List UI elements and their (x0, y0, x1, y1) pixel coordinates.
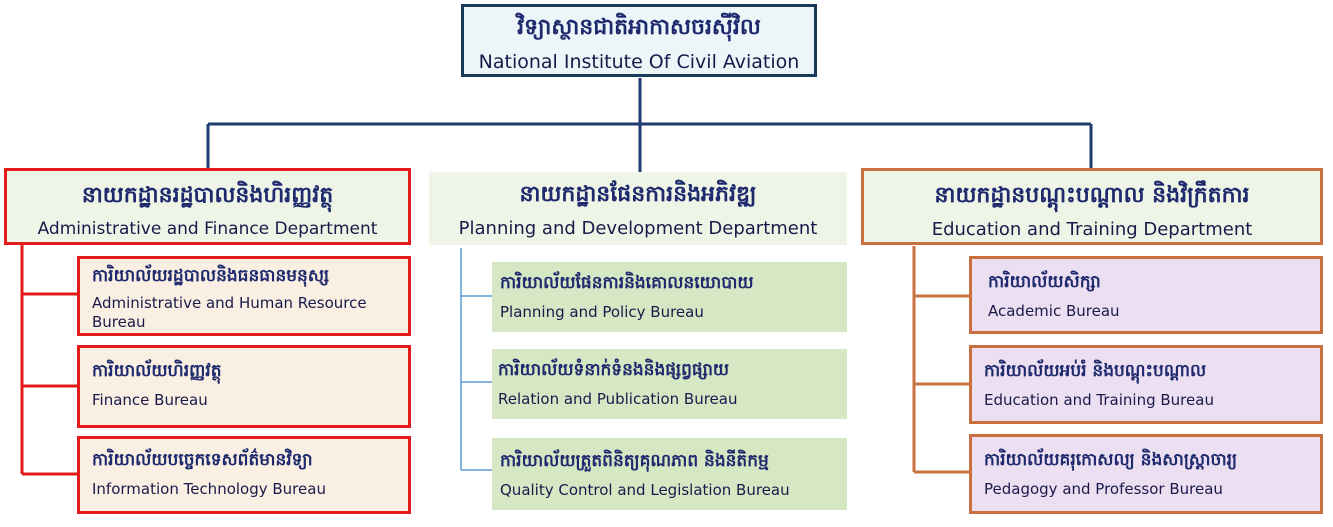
bureau-admin-hr-english: Administrative and Human Resource Bureau (92, 294, 367, 331)
dept-education-training-khmer: នាយកដ្ឋានបណ្តុះបណ្តាល និងវិក្រឹតការ (934, 183, 1250, 208)
root-title-english: National Institute Of Civil Aviation (478, 51, 800, 73)
bureau-academic: ការិយាល័យសិក្សា Academic Bureau (969, 256, 1323, 334)
bureau-information-technology-english: Information Technology Bureau (92, 480, 326, 498)
bureau-planning-policy-khmer: ការិយាល័យផែនការនិងគោលនយោបាយ (500, 273, 754, 293)
bureau-pedagogy-professor-english: Pedagogy and Professor Bureau (984, 480, 1223, 498)
bureau-information-technology-khmer: ការិយាល័យបច្ចេកទេសព័ត៌មានវិទ្យា (92, 450, 313, 470)
bureau-relation-publication-english: Relation and Publication Bureau (498, 390, 738, 408)
dept-admin-finance-english: Administrative and Finance Department (37, 219, 378, 239)
bureau-quality-legislation-khmer: ការិយាល័យត្រួតពិនិត្យគុណភាព និងនីតិកម្ម (500, 451, 769, 471)
root-node: វិទ្យាស្ថានជាតិអាកាសចរស៊ីវិល National In… (461, 4, 817, 77)
dept-admin-finance-khmer: នាយកដ្ឋានរដ្ឋបាលនិងហិរញ្ញវត្ថុ (81, 183, 334, 208)
bureau-education-training-khmer: ការិយាល័យអប់រំ និងបណ្តុះបណ្តាល (984, 361, 1207, 381)
dept-admin-finance: នាយកដ្ឋានរដ្ឋបាលនិងហិរញ្ញវត្ថុ Administr… (4, 168, 411, 245)
dept-planning-development-english: Planning and Development Department (458, 218, 818, 239)
bureau-quality-legislation-english: Quality Control and Legislation Bureau (500, 481, 790, 499)
dept-education-training-english: Education and Training Department (931, 219, 1253, 240)
bureau-education-training: ការិយាល័យអប់រំ និងបណ្តុះបណ្តាល Education… (969, 345, 1323, 424)
dept-planning-development-khmer: នាយកដ្ឋានផែនការនិងអភិវឌ្ឍ (519, 182, 757, 207)
bureau-pedagogy-professor: ការិយាល័យគរុកោសល្យ និងសាស្ត្រាចារ្យ Peda… (969, 434, 1323, 514)
bureau-quality-legislation: ការិយាល័យត្រួតពិនិត្យគុណភាព និងនីតិកម្ម … (492, 438, 847, 510)
root-title-khmer: វិទ្យាស្ថានជាតិអាកាសចរស៊ីវិល (517, 15, 761, 40)
bureau-education-training-english: Education and Training Bureau (984, 391, 1214, 409)
bureau-planning-policy-english: Planning and Policy Bureau (500, 303, 704, 321)
bureau-pedagogy-professor-khmer: ការិយាល័យគរុកោសល្យ និងសាស្ត្រាចារ្យ (984, 450, 1238, 470)
bureau-admin-hr: ការិយាល័យរដ្ឋបាលនិងធនធានមនុស្ស Administr… (77, 256, 411, 336)
bureau-academic-khmer: ការិយាល័យសិក្សា (988, 272, 1101, 292)
dept-planning-development: នាយកដ្ឋានផែនការនិងអភិវឌ្ឍ Planning and D… (429, 172, 847, 245)
bureau-planning-policy: ការិយាល័យផែនការនិងគោលនយោបាយ Planning and… (492, 262, 847, 332)
bureau-relation-publication: ការិយាល័យទំនាក់ទំនងនិងផ្សព្វផ្សាយ Relati… (492, 349, 847, 419)
bureau-finance-khmer: ការិយាល័យហិរញ្ញវត្ថុ (92, 361, 222, 381)
bureau-information-technology: ការិយាល័យបច្ចេកទេសព័ត៌មានវិទ្យា Informat… (77, 436, 411, 514)
bureau-relation-publication-khmer: ការិយាល័យទំនាក់ទំនងនិងផ្សព្វផ្សាយ (498, 360, 730, 380)
bureau-finance-english: Finance Bureau (92, 391, 208, 409)
bureau-academic-english: Academic Bureau (988, 302, 1120, 320)
bureau-admin-hr-khmer: ការិយាល័យរដ្ឋបាលនិងធនធានមនុស្ស (92, 266, 330, 286)
bureau-finance: ការិយាល័យហិរញ្ញវត្ថុ Finance Bureau (77, 345, 411, 428)
dept-education-training: នាយកដ្ឋានបណ្តុះបណ្តាល និងវិក្រឹតការ Educ… (861, 168, 1323, 245)
